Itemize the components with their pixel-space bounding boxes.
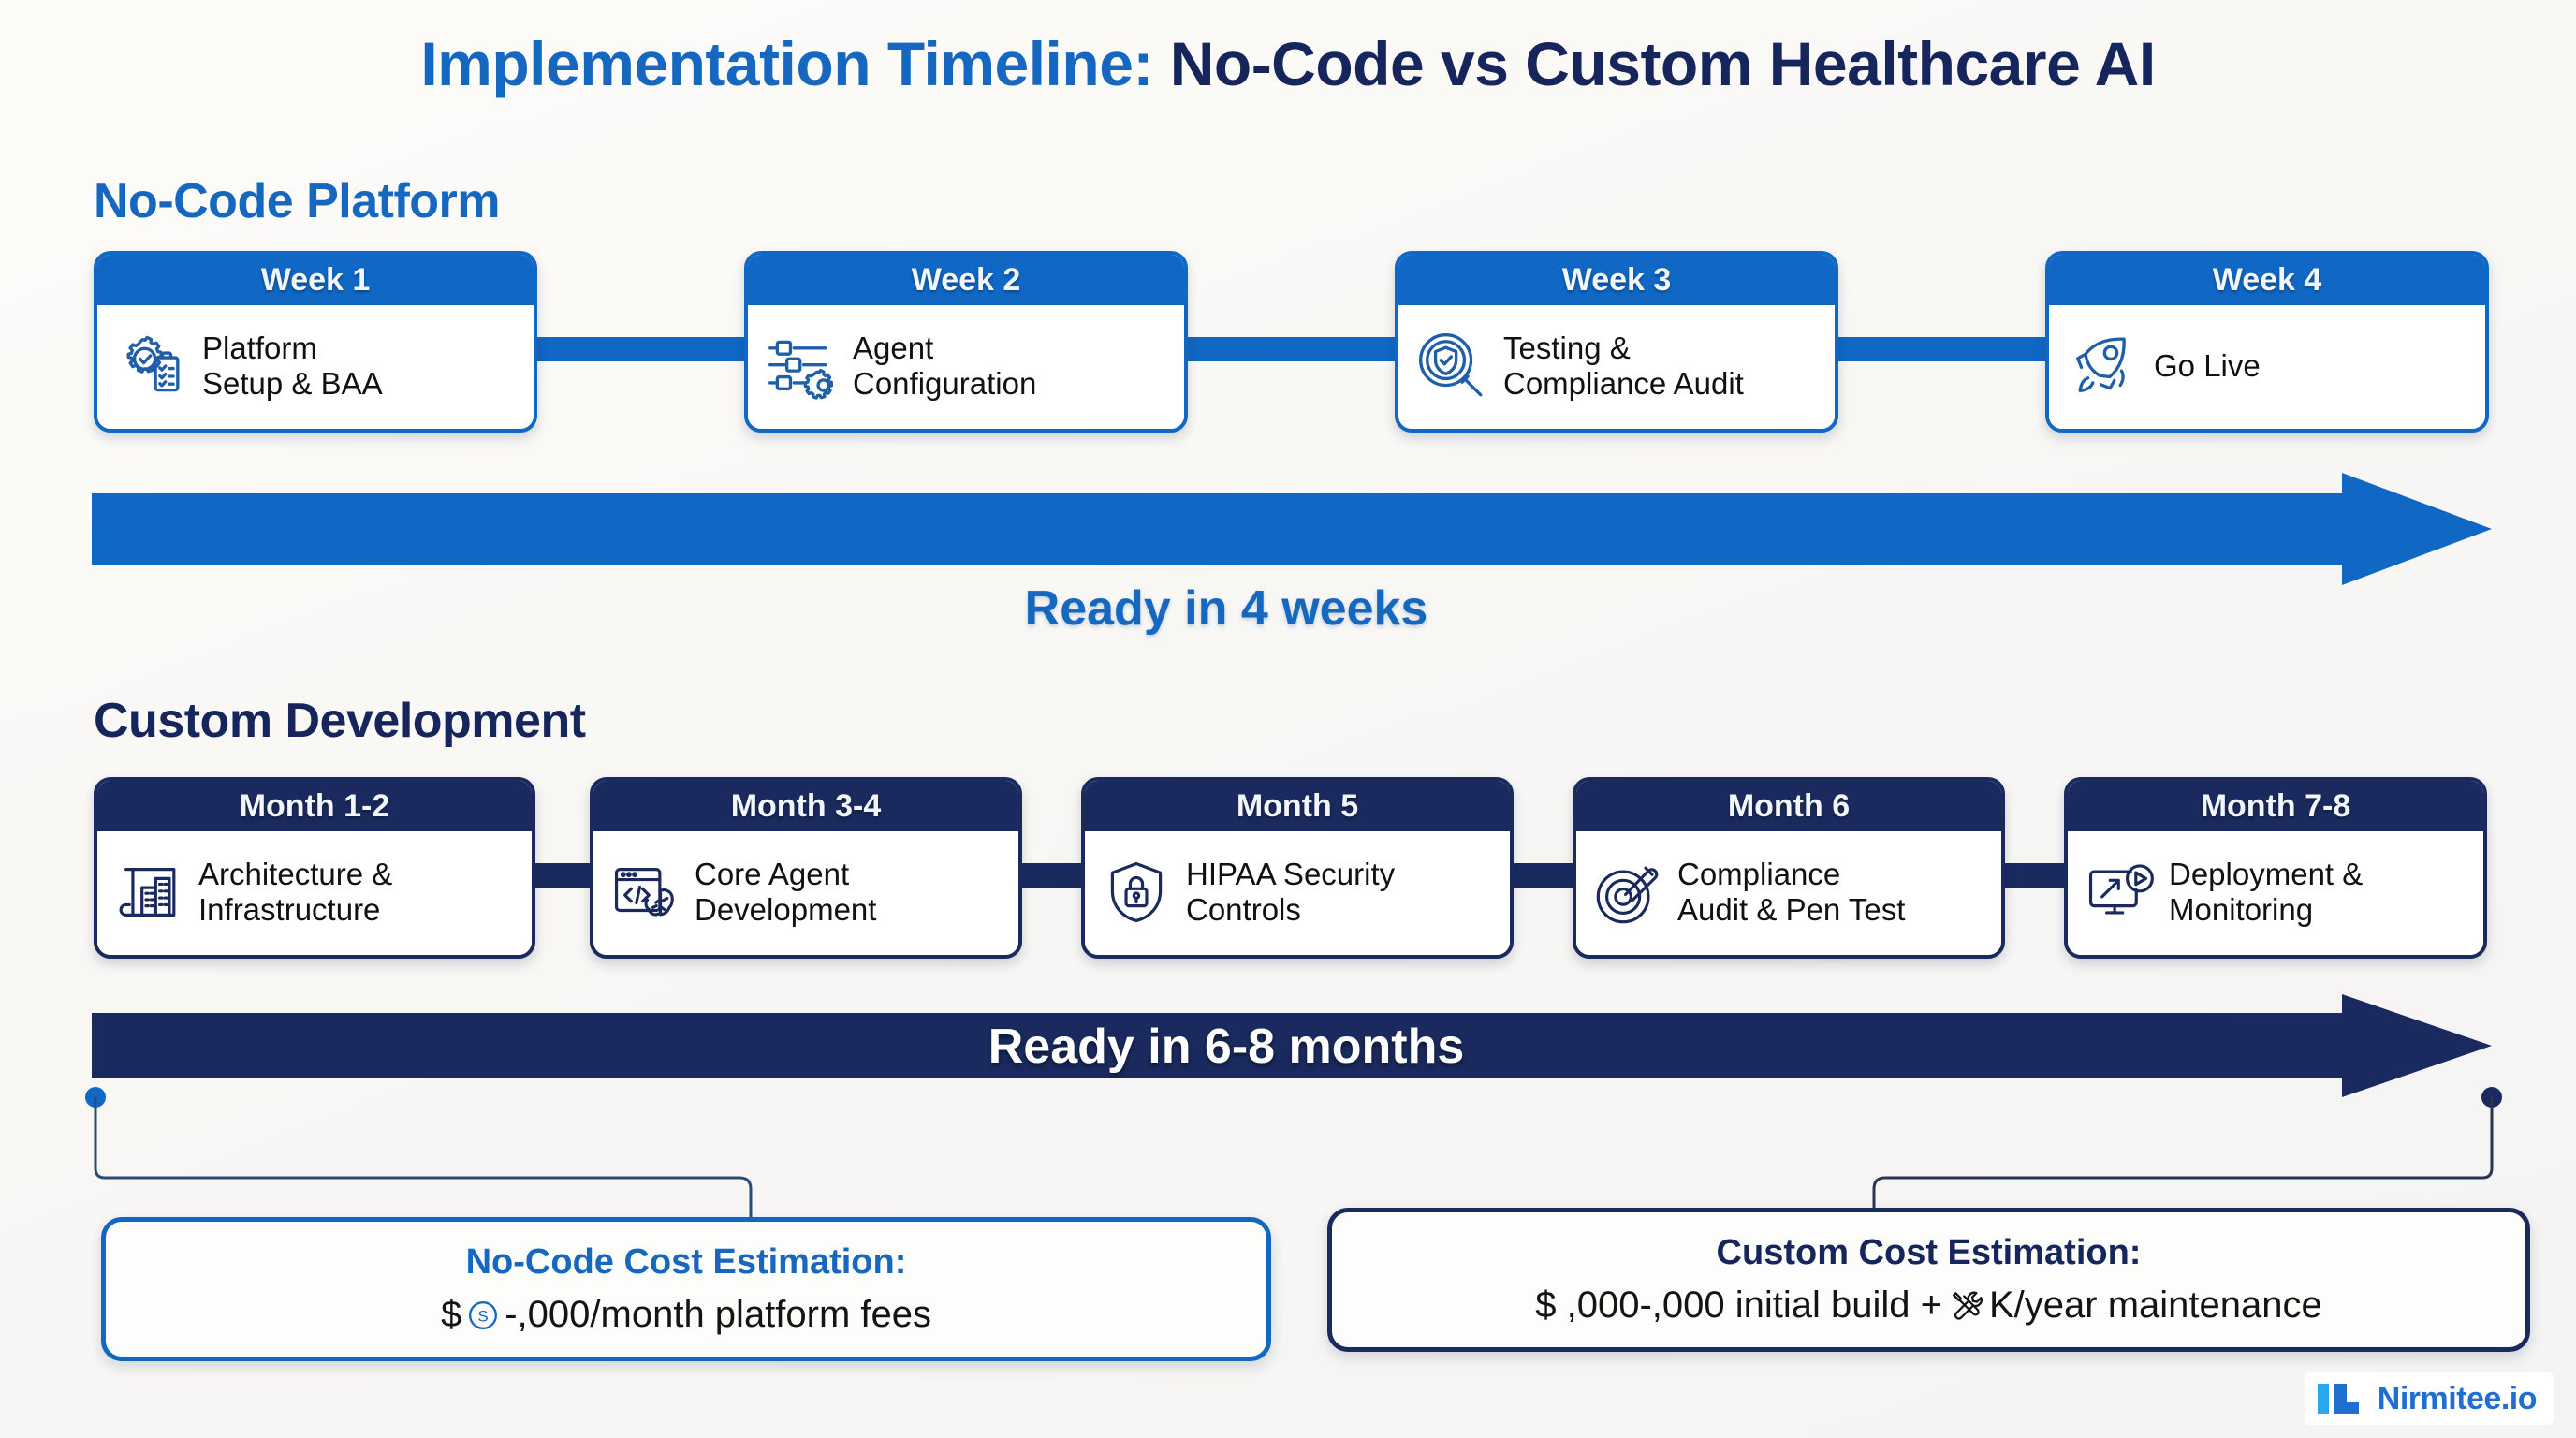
timeline-card-month-5[interactable]: Month 5 HIPAA Security Controls xyxy=(1081,777,1514,959)
card-label-month-5: HIPAA Security Controls xyxy=(1186,857,1395,929)
shield-lock-icon xyxy=(1110,861,1163,923)
target-pen-icon xyxy=(1596,866,1659,924)
card-header-month-7-8: Month 7-8 xyxy=(2068,781,2483,831)
card-label-week-2: Agent Configuration xyxy=(853,330,1036,403)
card-body-month-5: HIPAA Security Controls xyxy=(1085,831,1510,955)
card-body-week-4: Go Live xyxy=(2049,305,2485,429)
rocket-icon xyxy=(2076,337,2126,393)
brand-logo-text: Nirmitee.io xyxy=(2377,1380,2538,1416)
cost-value-nocode: $ S -,000/month platform fees xyxy=(130,1294,1242,1336)
section-heading-nocode: No-Code Platform xyxy=(94,174,501,228)
ready-label-custom: Ready in 6-8 months xyxy=(988,1020,1465,1074)
card-label-line1-month-7-8: Deployment & xyxy=(2169,856,2364,891)
nirmitee-logo-mark xyxy=(2317,1384,2359,1414)
card-header-month-3-4: Month 3-4 xyxy=(593,781,1018,831)
page-title-blue: Implementation Timeline: xyxy=(420,29,1153,98)
card-label-month-7-8: Deployment & Monitoring xyxy=(2169,857,2363,929)
card-label-line1-month-1-2: Architecture & xyxy=(198,856,393,891)
card-body-month-3-4: Core Agent Development xyxy=(593,831,1018,955)
card-label-line2-month-5: Controls xyxy=(1186,892,1301,927)
cost-title-nocode: No-Code Cost Estimation: xyxy=(465,1242,907,1282)
timeline-card-week-2[interactable]: Week 2 Agent Configu xyxy=(744,251,1188,433)
card-header-month-1-2: Month 1-2 xyxy=(97,781,532,831)
cost-amount-custom-before: $ ,000-,000 initial build + xyxy=(1535,1284,1942,1326)
card-label-week-3: Testing & Compliance Audit xyxy=(1503,330,1744,403)
card-label-line1-month-6: Compliance xyxy=(1677,856,1841,891)
timeline-card-month-7-8[interactable]: Month 7-8 Deployment & Monitoring xyxy=(2064,777,2487,959)
card-label-month-6: Compliance Audit & Pen Test xyxy=(1677,857,1905,929)
cost-amount-custom-after: K/year maintenance xyxy=(1988,1284,2322,1326)
cost-amount-nocode: -,000/month platform fees xyxy=(505,1294,932,1335)
card-label-week-1: Platform Setup & BAA xyxy=(202,330,383,403)
card-body-month-6: Compliance Audit & Pen Test xyxy=(1576,831,2001,955)
leader-line-nocode xyxy=(85,1087,753,1234)
card-header-week-4: Week 4 xyxy=(2049,255,2485,305)
custom-timeline-row: Month 1-2 Architecture & Infrastructure xyxy=(0,777,2576,964)
card-header-week-2: Week 2 xyxy=(748,255,1184,305)
blueprint-building-icon xyxy=(119,868,176,917)
card-body-week-3: Testing & Compliance Audit xyxy=(1398,305,1835,429)
page-title-navy: No-Code vs Custom Healthcare AI xyxy=(1152,29,2156,98)
ready-label-nocode: Ready in 4 weeks xyxy=(1024,581,1428,636)
card-label-week-4: Go Live xyxy=(2154,348,2261,384)
card-body-week-2: Agent Configuration xyxy=(748,305,1184,429)
cost-title-custom: Custom Cost Estimation: xyxy=(1716,1233,2142,1272)
gear-clipboard-icon xyxy=(126,335,180,392)
card-label-line1-week-3: Testing & xyxy=(1503,330,1631,365)
card-label-line2-week-1: Setup & BAA xyxy=(202,366,383,401)
card-label-month-1-2: Architecture & Infrastructure xyxy=(198,857,392,929)
sliders-gear-icon xyxy=(768,340,834,400)
card-label-line1-month-5: HIPAA Security xyxy=(1186,856,1396,891)
card-label-line2-month-1-2: Infrastructure xyxy=(198,892,381,927)
card-label-line2-week-3: Compliance Audit xyxy=(1503,366,1744,401)
timeline-card-week-4[interactable]: Week 4 Go Live xyxy=(2045,251,2489,433)
dollar-coin-icon: S xyxy=(469,1300,498,1329)
magnifier-shield-check-icon xyxy=(1419,333,1483,397)
cost-box-custom: Custom Cost Estimation: $ ,000-,000 init… xyxy=(1327,1208,2530,1352)
monitor-deploy-icon xyxy=(2088,864,2154,915)
timeline-arrow-custom xyxy=(92,994,2492,1097)
card-label-month-3-4: Core Agent Development xyxy=(695,857,876,929)
timeline-card-month-6[interactable]: Month 6 Compliance Audit & Pen Test xyxy=(1573,777,2005,959)
card-label-line2-month-6: Audit & Pen Test xyxy=(1677,892,1906,927)
timeline-card-week-1[interactable]: Week 1 Platform Setup & BAA xyxy=(94,251,537,433)
card-header-month-6: Month 6 xyxy=(1576,781,2001,831)
card-body-month-1-2: Architecture & Infrastructure xyxy=(97,831,532,955)
card-label-line2-month-3-4: Development xyxy=(695,892,877,927)
cost-box-nocode: No-Code Cost Estimation: $ S -,000/month… xyxy=(101,1217,1271,1361)
timeline-arrow-nocode xyxy=(92,473,2492,585)
timeline-card-month-3-4[interactable]: Month 3-4 Core Agent xyxy=(590,777,1022,959)
card-header-month-5: Month 5 xyxy=(1085,781,1510,831)
card-label-line1-month-3-4: Core Agent xyxy=(695,856,850,891)
card-body-week-1: Platform Setup & BAA xyxy=(97,305,534,429)
section-heading-custom: Custom Development xyxy=(94,694,586,748)
leader-line-custom xyxy=(1872,1087,2502,1234)
nocode-timeline-row: Week 1 Platform Setup & BAA xyxy=(0,251,2576,438)
card-label-line2-week-2: Configuration xyxy=(853,366,1037,401)
code-window-brain-icon xyxy=(614,868,674,917)
timeline-card-month-1-2[interactable]: Month 1-2 Architecture & Infrastructure xyxy=(94,777,535,959)
cost-value-custom: $ ,000-,000 initial build + K/year maint… xyxy=(1356,1284,2501,1327)
card-label-line1-week-4: Go Live xyxy=(2154,347,2261,383)
card-body-month-7-8: Deployment & Monitoring xyxy=(2068,831,2483,955)
timeline-card-week-3[interactable]: Week 3 Testing & Compliance Audit xyxy=(1395,251,1838,433)
cost-currency-symbol-nocode: $ xyxy=(440,1294,462,1335)
tools-wrench-screwdriver-icon xyxy=(1953,1291,1983,1320)
page-title: Implementation Timeline: No-Code vs Cust… xyxy=(0,28,2576,99)
svg-text:S: S xyxy=(478,1307,489,1325)
card-label-line1-week-1: Platform xyxy=(202,330,317,365)
card-header-week-3: Week 3 xyxy=(1398,255,1835,305)
card-header-week-1: Week 1 xyxy=(97,255,534,305)
card-label-line2-month-7-8: Monitoring xyxy=(2169,892,2314,927)
card-label-line1-week-2: Agent xyxy=(853,330,934,365)
brand-logo[interactable]: Nirmitee.io xyxy=(2304,1372,2554,1425)
